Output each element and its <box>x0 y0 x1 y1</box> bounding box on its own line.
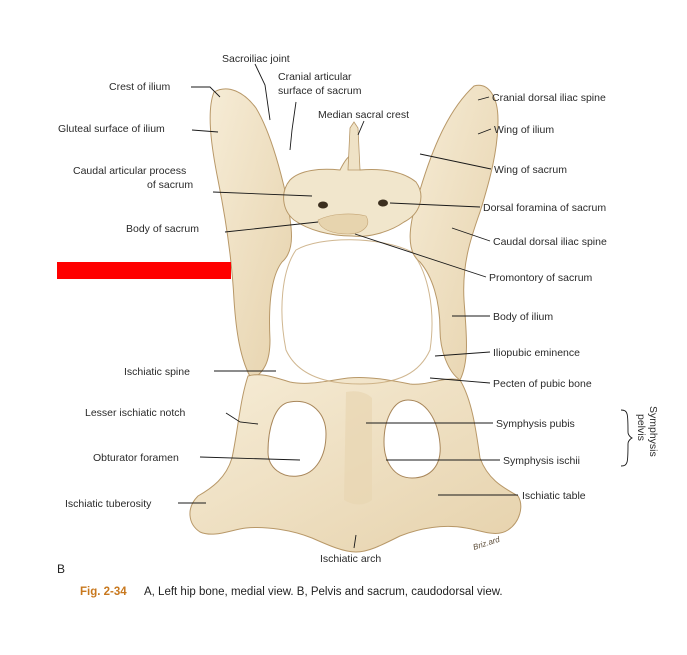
label-symphysis-pubis: Symphysis pubis <box>496 418 575 430</box>
leader-lines <box>178 63 634 549</box>
label-ischiatic-tuberosity: Ischiatic tuberosity <box>65 498 152 510</box>
panel-letter: B <box>57 562 65 576</box>
label-symphysis-pelvis-line2: pelvis <box>635 414 647 441</box>
label-cranial-articular-surface-line2: surface of sacrum <box>278 85 362 97</box>
label-symphysis-pelvis-line1: Symphysis <box>647 406 659 457</box>
median-sacral-crest <box>347 121 361 171</box>
artist-signature: Briz.ard <box>472 535 502 552</box>
labels: Sacroiliac joint Cranial articular surfa… <box>58 53 659 565</box>
label-gluteal-surface: Gluteal surface of ilium <box>58 123 165 135</box>
symphysis-shading <box>344 391 372 505</box>
label-lesser-ischiatic-notch: Lesser ischiatic notch <box>85 407 186 419</box>
right-ilium-wing <box>409 84 499 381</box>
label-iliopubic-eminence: Iliopubic eminence <box>493 347 580 359</box>
dorsal-foramen-right <box>378 199 388 207</box>
body-of-sacrum <box>317 213 368 235</box>
label-body-of-sacrum: Body of sacrum <box>126 223 199 235</box>
right-obturator-foramen <box>383 399 441 479</box>
pelvic-inlet-rim <box>281 239 433 385</box>
dorsal-foramen-left <box>318 201 328 209</box>
label-symphysis-ischii: Symphysis ischii <box>503 455 580 467</box>
label-wing-of-sacrum: Wing of sacrum <box>494 164 567 176</box>
label-ischiatic-arch: Ischiatic arch <box>320 553 381 565</box>
caption-figure-number: Fig. 2-34 <box>80 586 127 598</box>
label-wing-of-ilium: Wing of ilium <box>494 124 554 136</box>
left-obturator-foramen <box>267 400 327 477</box>
label-median-sacral-crest: Median sacral crest <box>318 109 409 121</box>
left-ilium-wing <box>209 88 292 381</box>
label-body-of-ilium: Body of ilium <box>493 311 553 323</box>
pelvis-illustration: Briz.ard <box>189 84 522 553</box>
figure-caption: Fig. 2-34 A, Left hip bone, medial view.… <box>80 586 503 598</box>
label-promontory: Promontory of sacrum <box>489 272 593 284</box>
label-crest-of-ilium: Crest of ilium <box>109 81 171 93</box>
label-ischiatic-spine: Ischiatic spine <box>124 366 190 378</box>
label-cranial-dorsal-iliac-spine: Cranial dorsal iliac spine <box>492 92 606 104</box>
label-pecten-of-pubic-bone: Pecten of pubic bone <box>493 378 592 390</box>
label-ischiatic-table: Ischiatic table <box>522 490 586 502</box>
label-cranial-articular-surface-line1: Cranial articular <box>278 71 352 83</box>
caption-text: A, Left hip bone, medial view. B, Pelvis… <box>144 586 503 598</box>
label-obturator-foramen: Obturator foramen <box>93 452 179 464</box>
label-sacroiliac-joint: Sacroiliac joint <box>222 53 290 65</box>
redaction-bar <box>57 262 231 279</box>
label-dorsal-foramina: Dorsal foramina of sacrum <box>483 202 606 214</box>
label-caudal-articular-process-line2: of sacrum <box>147 179 193 191</box>
label-caudal-articular-process-line1: Caudal articular process <box>73 165 186 177</box>
label-caudal-dorsal-iliac-spine: Caudal dorsal iliac spine <box>493 236 607 248</box>
